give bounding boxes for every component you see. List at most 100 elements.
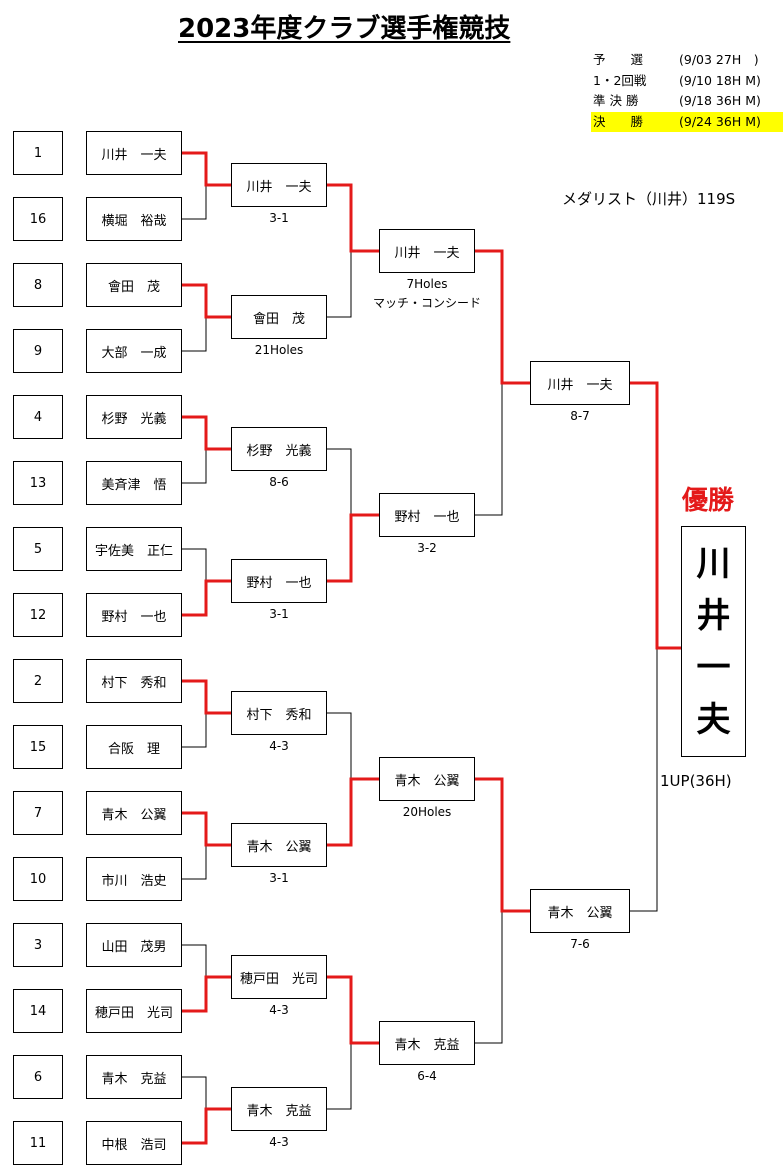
quarter-player-text: 青木 克益 <box>394 1037 460 1053</box>
schedule-round12: 1・2回戦 (9/10 18H M) <box>591 71 783 91</box>
bracket-connector <box>327 712 352 779</box>
semi-score: 7-6 <box>570 937 590 951</box>
round1-player: 川井 一夫 <box>86 131 182 175</box>
schedule-value: (9/10 18H M) <box>679 73 761 88</box>
round1-player-text: 野村 一也 <box>101 609 167 625</box>
round1-player: 村下 秀和 <box>86 659 182 703</box>
bracket-winner-line <box>630 381 681 650</box>
round1-player-text: 川井 一夫 <box>101 147 167 163</box>
quarter-player-text: 野村 一也 <box>394 509 460 525</box>
round1-player-text: 青木 公翼 <box>101 807 167 823</box>
quarter-player-text: 川井 一夫 <box>394 245 460 261</box>
round2-score: 3-1 <box>269 607 289 621</box>
seed-number-text: 13 <box>29 475 47 491</box>
round1-player-text: 中根 浩司 <box>101 1137 167 1153</box>
quarter-player: 青木 公翼 <box>379 757 475 801</box>
seed-number-text: 4 <box>33 409 43 425</box>
seed-number-text: 7 <box>33 805 43 821</box>
round1-player: 穂戸田 光司 <box>86 989 182 1033</box>
bracket-winner-line <box>327 777 379 847</box>
round1-player: 合阪 理 <box>86 725 182 769</box>
round1-player: 横堀 裕哉 <box>86 197 182 241</box>
seed-number: 14 <box>13 989 63 1033</box>
round1-player-text: 杉野 光義 <box>101 411 167 427</box>
round2-player-text: 會田 茂 <box>252 311 305 327</box>
bracket-winner-line <box>182 811 231 847</box>
round2-player: 青木 克益 <box>231 1087 327 1131</box>
round1-player-text: 大部 一成 <box>101 345 167 361</box>
seed-number: 5 <box>13 527 63 571</box>
bracket-winner-line <box>475 777 530 913</box>
round1-player-text: 穂戸田 光司 <box>94 1005 173 1021</box>
round1-player: 中根 浩司 <box>86 1121 182 1165</box>
bracket-connector <box>475 383 503 516</box>
quarter-player-text: 青木 公翼 <box>394 773 460 789</box>
champion-char: 一 <box>696 647 731 688</box>
semi-player-text: 川井 一夫 <box>547 377 613 393</box>
round1-player: 青木 克益 <box>86 1055 182 1099</box>
round1-player-text: 青木 克益 <box>101 1071 167 1087</box>
schedule-semifinal: 準 決 勝 (9/18 36H M) <box>591 91 783 111</box>
seed-number-text: 9 <box>33 343 43 359</box>
round2-score: 4-3 <box>269 1135 289 1149</box>
quarter-player: 野村 一也 <box>379 493 475 537</box>
seed-number-text: 10 <box>29 871 47 887</box>
seed-number: 15 <box>13 725 63 769</box>
round1-player-text: 美斉津 悟 <box>101 477 167 493</box>
schedule-value: (9/24 36H M) <box>679 114 761 129</box>
round2-player: 川井 一夫 <box>231 163 327 207</box>
champion-char: 夫 <box>696 699 731 740</box>
seed-number-text: 15 <box>29 739 47 755</box>
champion-char: 井 <box>696 595 731 636</box>
round1-player: 杉野 光義 <box>86 395 182 439</box>
bracket-connector <box>182 713 207 748</box>
schedule-value: (9/18 36H M) <box>679 93 761 108</box>
bracket-connector <box>182 185 207 220</box>
round1-player-text: 合阪 理 <box>107 741 160 757</box>
semi-player: 青木 公翼 <box>530 889 630 933</box>
schedule-label: 予 選 <box>593 52 644 67</box>
round2-score: 3-1 <box>269 871 289 885</box>
bracket-connector <box>182 1076 207 1109</box>
bracket-connector <box>630 648 658 912</box>
bracket-winner-line <box>182 679 231 715</box>
seed-number: 7 <box>13 791 63 835</box>
round1-player: 青木 公翼 <box>86 791 182 835</box>
round1-player-text: 宇佐美 正仁 <box>94 543 173 559</box>
champion-label: 優勝 <box>682 486 735 516</box>
champion-box: 川 井 一 夫 <box>681 526 746 757</box>
round2-player-text: 村下 秀和 <box>246 707 312 723</box>
quarter-player: 青木 克益 <box>379 1021 475 1065</box>
seed-number: 3 <box>13 923 63 967</box>
round2-player: 村下 秀和 <box>231 691 327 735</box>
bracket-connector <box>182 548 207 581</box>
bracket-connector <box>475 911 503 1044</box>
seed-number-text: 1 <box>33 145 43 161</box>
seed-number: 12 <box>13 593 63 637</box>
bracket-winner-line <box>182 579 231 617</box>
seed-number-text: 16 <box>29 211 47 227</box>
round1-player: 大部 一成 <box>86 329 182 373</box>
round2-player: 會田 茂 <box>231 295 327 339</box>
bracket-winner-line <box>182 1107 231 1145</box>
seed-number: 9 <box>13 329 63 373</box>
seed-number-text: 6 <box>33 1069 43 1085</box>
bracket-winner-line <box>182 283 231 319</box>
bracket-winner-line <box>475 249 530 385</box>
final-score: 1UP(36H) <box>660 772 732 790</box>
seed-number: 10 <box>13 857 63 901</box>
seed-number: 8 <box>13 263 63 307</box>
round1-player-text: 村下 秀和 <box>101 675 167 691</box>
seed-number: 13 <box>13 461 63 505</box>
schedule-value: (9/03 27H ) <box>679 52 759 67</box>
seed-number-text: 8 <box>33 277 43 293</box>
seed-number: 1 <box>13 131 63 175</box>
semi-player: 川井 一夫 <box>530 361 630 405</box>
schedule-label: 1・2回戦 <box>593 73 647 88</box>
round2-score: 4-3 <box>269 739 289 753</box>
round1-player: 市川 浩史 <box>86 857 182 901</box>
quarter-score: 20Holes <box>402 805 452 819</box>
round2-score: 8-6 <box>269 475 289 489</box>
quarter-player: 川井 一夫 <box>379 229 475 273</box>
